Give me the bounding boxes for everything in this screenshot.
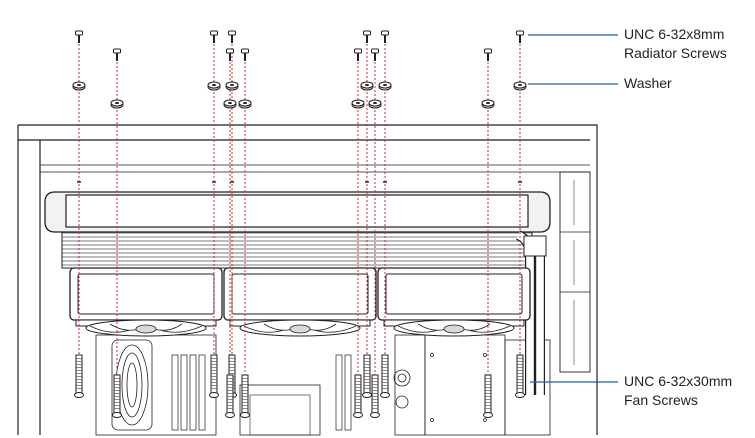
fan-screw-icon [74, 354, 84, 398]
callout-radiator-screws-name: Radiator Screws [624, 45, 727, 61]
pc-case [17, 124, 598, 435]
fan-screw-icon [225, 374, 235, 418]
callout-fan-screws: UNC 6-32x30mm Fan Screws [624, 372, 732, 410]
radiator-screw-icon [241, 48, 249, 61]
fan-screw-icon [112, 374, 122, 418]
radiator-top-bar [65, 194, 529, 228]
callout-washer: Washer [624, 74, 672, 93]
radiator [44, 191, 551, 395]
radiator-screw-icon [226, 48, 234, 61]
washer-icon [207, 81, 221, 91]
callout-fan-screws-spec: UNC 6-32x30mm [624, 373, 733, 389]
radiator-screw-icon [75, 30, 83, 43]
washer-icon [351, 99, 365, 109]
washer-icon [481, 99, 495, 109]
radiator-screw-icon [354, 48, 362, 61]
fan-screws [74, 354, 525, 418]
psu-fan [111, 339, 153, 431]
alignment-guides [78, 44, 521, 400]
cpu-socket [239, 384, 321, 436]
fan-screw-icon [483, 374, 493, 418]
ram-slots [171, 354, 352, 431]
fan-screw-icon [380, 354, 390, 398]
fan-screw-icon [362, 354, 372, 398]
fan-1 [69, 267, 223, 337]
washer-icon [513, 81, 527, 91]
callout-radiator-screws-spec: UNC 6-32x8mm [624, 26, 725, 42]
fan-2 [223, 267, 377, 337]
callout-washer-name: Washer [624, 75, 672, 91]
washer-icon [72, 81, 86, 91]
radiator-screws [75, 30, 524, 183]
washer-icon [378, 81, 392, 91]
washer-icon [110, 99, 124, 109]
radiator-screw-icon [363, 30, 371, 43]
washer-icon [238, 99, 252, 109]
callout-leaders [528, 34, 618, 383]
callout-fan-screws-name: Fan Screws [624, 392, 698, 408]
fan-screw-icon [370, 374, 380, 418]
radiator-screw-icon [113, 48, 121, 61]
radiator-core [61, 229, 533, 269]
drive-bay [559, 171, 591, 373]
radiator-screw-icon [371, 48, 379, 61]
radiator-screw-icon [516, 30, 524, 43]
washer-icon [225, 81, 239, 91]
fan-screw-icon [515, 354, 525, 398]
callout-radiator-screws: UNC 6-32x8mm Radiator Screws [624, 25, 727, 63]
fan-screw-icon [209, 354, 219, 398]
case-top-panel [18, 124, 598, 435]
washer-icon [360, 81, 374, 91]
washer-icon [368, 99, 382, 109]
radiator-screw-icon [228, 30, 236, 43]
fan-screw-icon [353, 374, 363, 418]
fan-screw-icon [240, 374, 250, 418]
motherboard [95, 334, 551, 436]
radiator-screw-icon [381, 30, 389, 43]
washers [72, 81, 527, 109]
case-top-inner [17, 125, 590, 141]
fan-3 [377, 267, 531, 337]
washer-icon [223, 99, 237, 109]
fans [69, 267, 531, 337]
radiator-screw-icon [210, 30, 218, 43]
radiator-screw-icon [484, 48, 492, 61]
